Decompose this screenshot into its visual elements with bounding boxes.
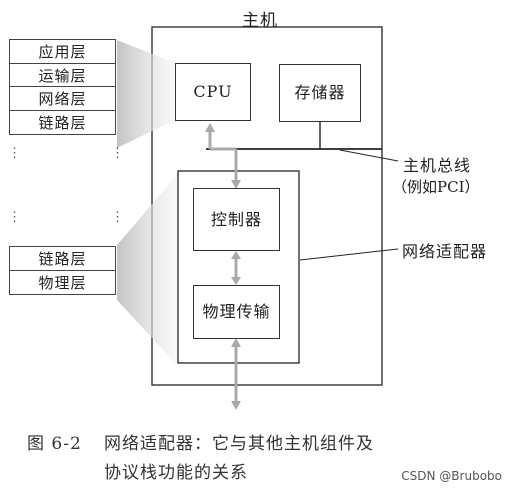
figure-number: 图 6-2 bbox=[27, 434, 82, 454]
layer-network: 网络层 bbox=[9, 86, 116, 112]
host-title: 主机 bbox=[242, 11, 278, 31]
adapter-label: 网络适配器 bbox=[402, 242, 488, 261]
bus-note: （例如PCI） bbox=[392, 178, 480, 196]
upper-stack-mapping bbox=[117, 40, 175, 148]
lower-stack-mapping bbox=[117, 175, 177, 365]
upper-stack-continuation: ⋮⋮ bbox=[8, 146, 124, 161]
adapter-label-leader bbox=[299, 248, 399, 261]
bus-label: 主机总线 bbox=[403, 156, 472, 175]
upper-protocol-stack: 应用层 运输层 网络层 链路层 bbox=[9, 38, 116, 136]
cpu-box: CPU bbox=[175, 63, 251, 121]
layer-link: 链路层 bbox=[9, 110, 116, 136]
controller-box: 控制器 bbox=[193, 188, 280, 251]
cpu-bus-arrow bbox=[208, 128, 238, 184]
physical-label: 物理传输 bbox=[202, 302, 271, 321]
memory-label: 存储器 bbox=[294, 83, 346, 102]
figure-caption: 图 6-2 网络适配器：它与其他主机组件及 协议栈功能的关系 bbox=[27, 430, 374, 488]
cpu-label: CPU bbox=[193, 82, 233, 101]
caption-line-1: 网络适配器：它与其他主机组件及 bbox=[104, 434, 374, 454]
bus-label-leader bbox=[339, 149, 399, 162]
caption-line-2: 协议栈功能的关系 bbox=[104, 463, 248, 483]
memory-box: 存储器 bbox=[279, 64, 361, 122]
adapter-box bbox=[177, 170, 300, 364]
controller-label: 控制器 bbox=[210, 210, 262, 229]
lower-stack-continuation: ⋮⋮ bbox=[8, 210, 124, 225]
layer-physical: 物理层 bbox=[9, 269, 116, 295]
watermark: CSDN @Brubobo bbox=[401, 469, 502, 483]
physical-box: 物理传输 bbox=[193, 285, 280, 339]
layer-link-lower: 链路层 bbox=[9, 245, 116, 271]
layer-transport: 运输层 bbox=[9, 62, 116, 88]
layer-application: 应用层 bbox=[9, 38, 116, 64]
lower-protocol-stack: 链路层 物理层 bbox=[9, 245, 116, 295]
